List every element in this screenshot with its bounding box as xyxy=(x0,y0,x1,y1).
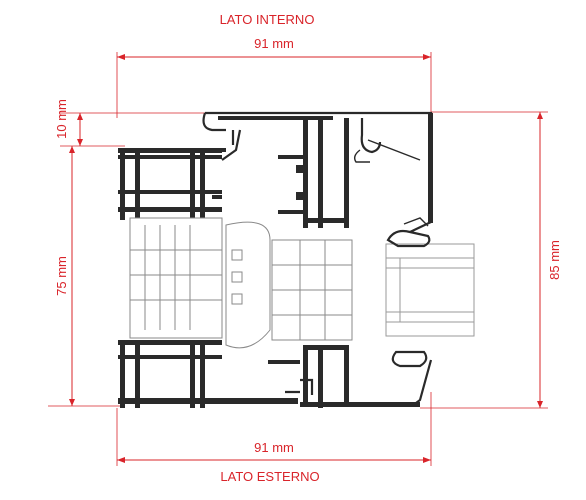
frame-profile xyxy=(118,111,433,408)
glazing-unit xyxy=(385,243,475,337)
left-height-label: 75 mm xyxy=(54,256,69,296)
left-height-dimensions xyxy=(48,112,215,407)
glazing-gaskets xyxy=(386,217,431,368)
right-height-label: 85 mm xyxy=(547,240,562,280)
bottom-width-dimension xyxy=(116,392,432,466)
top-side-label: LATO INTERNO xyxy=(220,12,315,27)
bottom-width-label: 91 mm xyxy=(254,440,294,455)
left-top-height-label: 10 mm xyxy=(54,99,69,139)
bottom-side-label: LATO ESTERNO xyxy=(220,469,319,484)
top-width-dimension xyxy=(116,52,432,118)
thermal-break-left xyxy=(129,217,223,339)
right-height-dimension xyxy=(420,111,548,409)
top-width-label: 91 mm xyxy=(254,36,294,51)
thermal-break-center xyxy=(225,221,353,349)
